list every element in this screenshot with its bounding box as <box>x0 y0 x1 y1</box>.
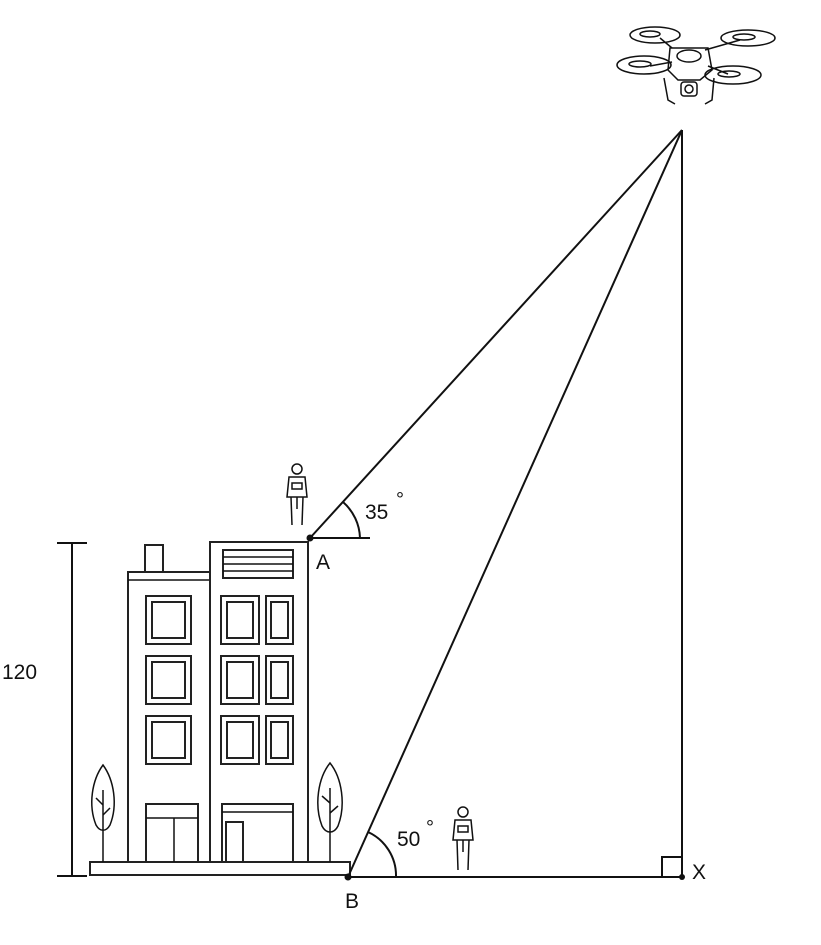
angle-a-label: 35 <box>365 501 388 524</box>
height-label: 120 <box>2 661 37 684</box>
geometry <box>306 129 685 881</box>
point-x-dot <box>679 874 685 880</box>
point-a-label: A <box>316 551 330 574</box>
person-b-icon <box>452 806 474 871</box>
line-a-to-drone <box>309 129 683 539</box>
height-dimension <box>57 542 87 877</box>
point-x-label: X <box>692 861 706 884</box>
angle-arc-a <box>342 501 361 539</box>
tree-right-icon <box>317 761 343 862</box>
point-b-label: B <box>345 890 359 913</box>
drone-icon <box>616 26 776 105</box>
angle-a-degree: ° <box>396 489 404 511</box>
tree-left-icon <box>91 763 115 862</box>
right-angle-marker <box>661 856 682 877</box>
angle-b-degree: ° <box>426 817 434 839</box>
line-b-to-drone <box>347 129 683 878</box>
building <box>89 541 351 876</box>
person-a-icon <box>286 463 308 526</box>
point-a-dot <box>306 534 314 542</box>
angle-b-label: 50 <box>397 828 420 851</box>
angle-arc-b <box>367 831 398 878</box>
point-b-dot <box>344 873 352 881</box>
